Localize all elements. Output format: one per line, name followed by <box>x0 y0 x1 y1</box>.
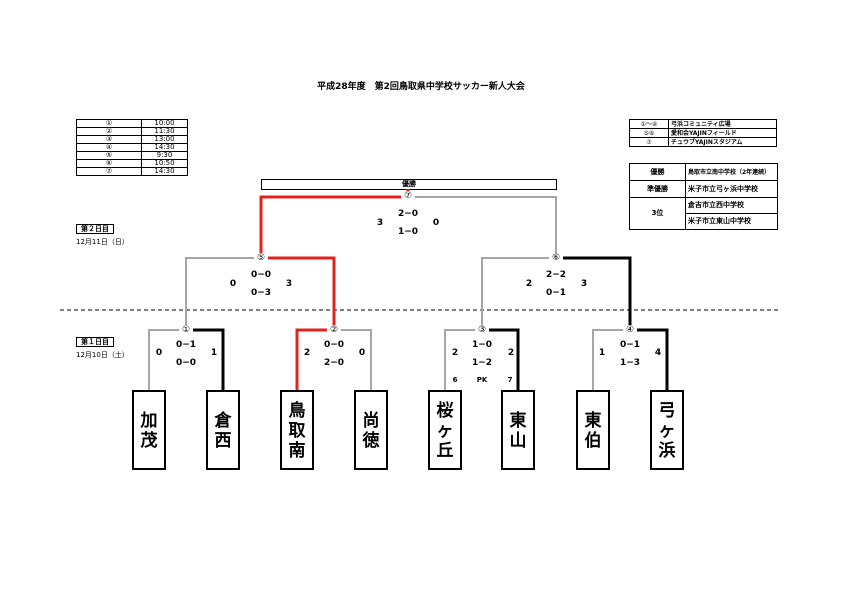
team-box: 尚 徳 <box>354 390 388 470</box>
r1-m1-half1: 0−1 <box>175 340 197 350</box>
day2-date: 12月11日（日） <box>76 238 129 246</box>
semi1-right-branch <box>261 256 336 330</box>
r1-m4-left-score: 1 <box>598 348 606 358</box>
day1-label: 第１日目 12月10日（土） <box>76 337 129 360</box>
r1-m2-left-score: 2 <box>303 348 311 358</box>
semi1-right-score: 3 <box>285 279 293 289</box>
team-name: 東 伯 <box>584 411 602 451</box>
schedule-time: 14:30 <box>141 167 188 176</box>
r1-m3-pk-label: PK <box>476 376 488 384</box>
day1-title: 第１日目 <box>76 337 114 347</box>
team-box: 東 山 <box>501 390 535 470</box>
final-right-branch <box>408 196 557 258</box>
final-half2: 1−0 <box>397 227 419 237</box>
r1-m4-right-score: 4 <box>654 348 662 358</box>
r1-m3-left-score: 2 <box>451 348 459 358</box>
team-name: 弓 ヶ 浜 <box>658 401 676 461</box>
semi2-left-branch <box>481 257 556 330</box>
r1-m3-pk-left: 6 <box>452 376 458 384</box>
r1-m4-half2: 1−3 <box>619 358 641 368</box>
team-box: 加 茂 <box>132 390 166 470</box>
r1-m4-half1: 0−1 <box>619 340 641 350</box>
semi1-left-branch <box>185 257 261 330</box>
semi2-left-score: 2 <box>525 279 533 289</box>
r1-m1-half2: 0−0 <box>175 358 197 368</box>
semi1-left-score: 0 <box>229 279 237 289</box>
r1-m2-right-score: 0 <box>358 348 366 358</box>
team-box: 東 伯 <box>576 390 610 470</box>
final-right-score: 0 <box>432 218 440 228</box>
r1-m3-pk-right: 7 <box>507 376 513 384</box>
r1-m1-right <box>186 328 225 390</box>
r1-m2-half2: 2−0 <box>323 358 345 368</box>
team-name: 尚 徳 <box>362 411 380 451</box>
r1-m2-left <box>295 328 334 390</box>
semi2-half1: 2−2 <box>545 270 567 280</box>
team-box: 鳥 取 南 <box>280 390 314 470</box>
r1-m3-half1: 1−0 <box>471 340 493 350</box>
team-box: 弓 ヶ 浜 <box>650 390 684 470</box>
team-name: 倉 西 <box>214 411 232 451</box>
r1-m4-marker: ④ <box>623 325 637 335</box>
page-title: 平成28年度 第2回鳥取県中学校サッカー新人大会 <box>317 82 525 92</box>
team-box: 桜 ヶ 丘 <box>428 390 462 470</box>
semi2-marker: ⑥ <box>549 253 563 263</box>
final-left-branch <box>259 195 408 258</box>
semi1-half2: 0−3 <box>250 288 272 298</box>
r1-m1-marker: ① <box>179 325 193 335</box>
r1-m2-half1: 0−0 <box>323 340 345 350</box>
r1-m1-left-score: 0 <box>155 348 163 358</box>
r1-m2-right <box>334 329 372 390</box>
semi2-half2: 0−1 <box>545 288 567 298</box>
r1-m3-half2: 1−2 <box>471 358 493 368</box>
venue-name: チュウブYAJINスタジアム <box>668 137 777 147</box>
semi1-half1: 0−0 <box>250 270 272 280</box>
r1-m1-left <box>148 329 186 390</box>
semi1-marker: ⑤ <box>254 253 268 263</box>
team-name: 鳥 取 南 <box>288 401 306 461</box>
r1-m3-marker: ③ <box>475 325 489 335</box>
third-name-2: 米子市立東山中学校 <box>685 213 778 230</box>
day2-label: 第２日目 12月11日（日） <box>76 224 129 247</box>
semi2-right-branch <box>556 256 632 330</box>
day2-title: 第２日目 <box>76 224 114 234</box>
day1-date: 12月10日（土） <box>76 351 129 359</box>
r1-m4-left <box>592 329 630 390</box>
final-left-score: 3 <box>376 218 384 228</box>
r1-m3-right-score: 2 <box>507 348 515 358</box>
team-box: 倉 西 <box>206 390 240 470</box>
team-name: 加 茂 <box>140 411 158 451</box>
r1-m4-right <box>630 328 669 390</box>
r1-m3-right <box>482 328 520 390</box>
team-name: 桜 ヶ 丘 <box>436 401 454 461</box>
third-label: 3位 <box>629 197 686 230</box>
semi2-right-score: 3 <box>580 279 588 289</box>
final-half1: 2−0 <box>397 209 419 219</box>
r1-m2-marker: ② <box>327 325 341 335</box>
results-table: 優勝 鳥取市立南中学校（2年連続） 準優勝 米子市立弓ヶ浜中学校 3位 倉吉市立… <box>629 163 778 230</box>
team-name: 東 山 <box>509 411 527 451</box>
r1-m1-right-score: 1 <box>210 348 218 358</box>
r1-m3-left <box>444 329 482 390</box>
final-marker: ⑦ <box>401 191 415 201</box>
